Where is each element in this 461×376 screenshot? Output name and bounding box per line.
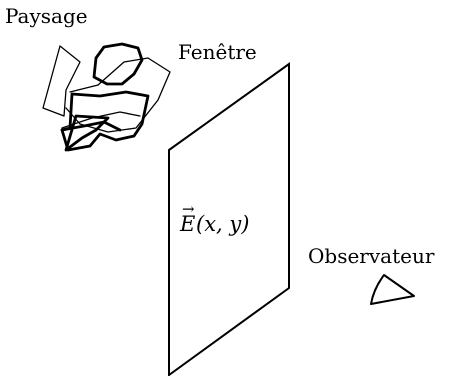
window-label: Fenêtre (178, 40, 257, 64)
landscape-thick-shape-1 (92, 42, 144, 86)
landscape-thin-shape-2 (65, 57, 171, 133)
landscape-thin-shape-1 (42, 45, 81, 117)
field-arrow: → (182, 200, 195, 218)
landscape-drawing (42, 42, 171, 152)
observer-label: Observateur (308, 244, 435, 268)
landscape-thin-shape-3 (61, 111, 141, 129)
landscape-thick-shape-4 (60, 120, 122, 132)
observer-triangle (370, 274, 415, 305)
field-symbol: E (179, 212, 195, 236)
landscape-label: Paysage (5, 4, 88, 28)
field-arguments: (x, y) (196, 212, 249, 236)
landscape-thick-shape-3 (64, 114, 110, 152)
window-plane (168, 62, 290, 376)
field-label: → E (x, y) (179, 200, 249, 236)
